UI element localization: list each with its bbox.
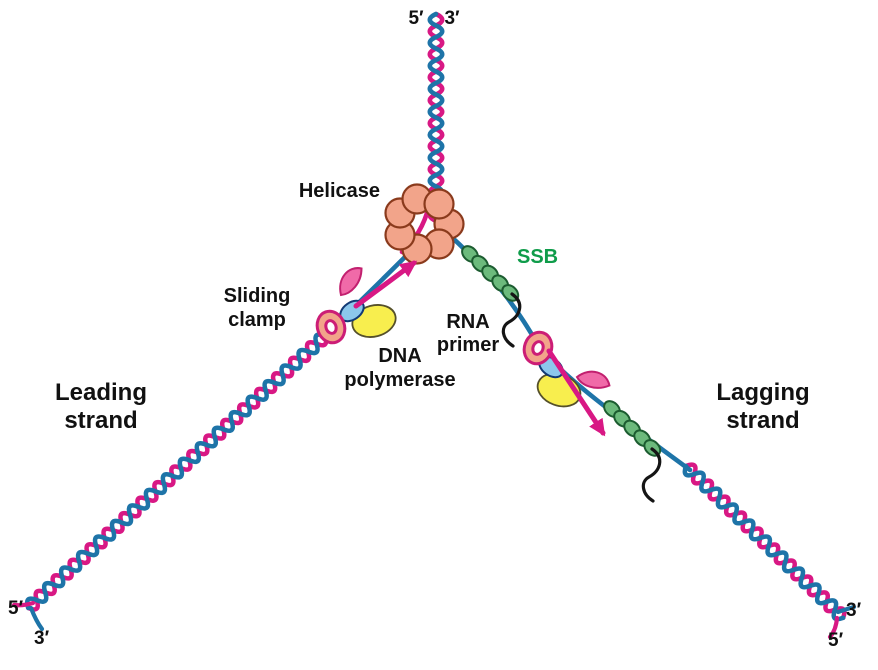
lagging-replication-complex — [522, 330, 611, 437]
leading-strand-helix — [24, 332, 329, 612]
strand-end-tail — [835, 604, 857, 615]
rna-primer-label-line2: primer — [437, 334, 499, 356]
sliding-clamp-leading — [315, 309, 347, 345]
dna-polymerase-leading — [351, 304, 397, 338]
strand-end-tail — [827, 615, 840, 640]
strand-end-tail — [28, 605, 45, 632]
rna-primer-curl-upper — [501, 292, 522, 348]
strand-end-tail — [11, 600, 36, 608]
leading-replication-complex — [315, 260, 418, 345]
helicase-label: Helicase — [299, 180, 380, 202]
clamp-hole — [324, 319, 338, 335]
rna-primer-curl-lower — [641, 447, 662, 503]
helicase-subunit — [423, 188, 455, 220]
polymerase-fin — [575, 370, 611, 389]
parental-helix-top — [427, 11, 445, 224]
rna-primer-label-line1: RNA — [446, 311, 489, 333]
helix-strand — [427, 11, 445, 224]
lagging-strand-helix — [682, 462, 847, 622]
bottom-left-three-prime-label: 3′ — [34, 628, 50, 649]
polymerase-fin — [339, 267, 363, 297]
helicase-protein — [384, 183, 465, 265]
leading-strand-label-line1: Leading — [55, 379, 147, 406]
dna-polymerase-label-line2: polymerase — [344, 369, 455, 391]
lagging-strand-label-line1: Lagging — [716, 379, 809, 406]
top-three-prime-label: 3′ — [444, 8, 460, 29]
top-five-prime-label: 5′ — [408, 8, 424, 29]
clamp-hole — [531, 340, 545, 356]
leading-strand-label-line2: strand — [64, 407, 137, 434]
bottom-left-five-prime-label: 5′ — [8, 598, 24, 619]
bottom-right-three-prime-label: 3′ — [846, 600, 862, 621]
diagram-labels: 5′ 3′ Helicase SSB Sliding clamp DNA pol… — [8, 8, 862, 651]
sliding-clamp-label-line2: clamp — [228, 309, 286, 331]
synthesis-arrow-lagging — [546, 348, 606, 437]
helix-strand — [24, 332, 328, 611]
bottom-right-five-prime-label: 5′ — [828, 630, 844, 651]
synthesis-arrow-leading — [353, 260, 418, 309]
sliding-clamp-label-line1: Sliding — [224, 285, 291, 307]
double-helix-layer — [24, 11, 847, 622]
dna-polymerase-label-line1: DNA — [378, 345, 421, 367]
lagging-strand-label-line2: strand — [726, 407, 799, 434]
helix-strand — [682, 463, 846, 622]
ssb-label: SSB — [517, 246, 558, 268]
helix-strand — [683, 462, 847, 621]
